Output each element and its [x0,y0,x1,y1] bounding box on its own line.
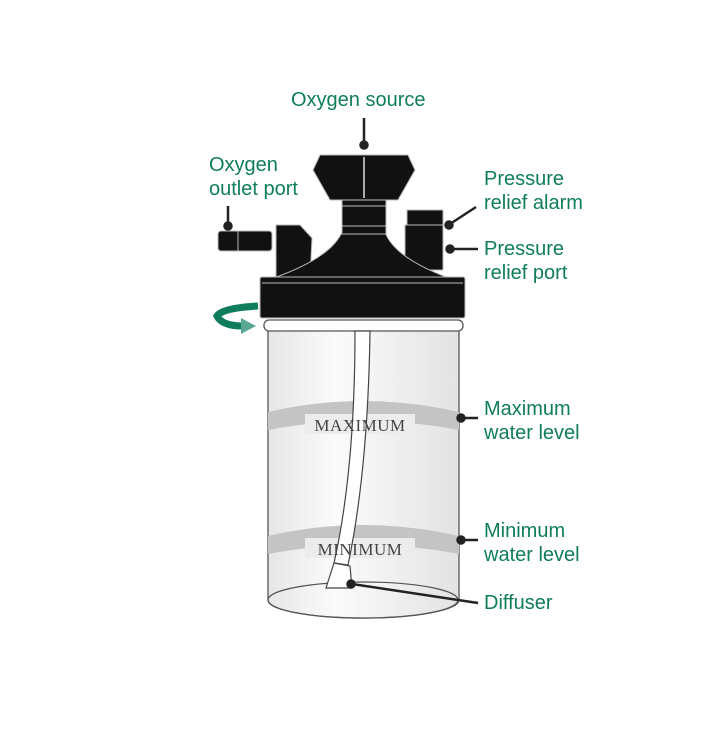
label-line: water level [484,422,580,444]
label-line: water level [484,544,580,566]
label-line: Minimum [484,520,566,542]
label-line: Maximum [484,398,571,420]
maximum-mark: MAXIMUM [314,416,405,435]
label-maximum-water-level: Maximum water level [484,397,580,445]
cap [217,154,466,319]
label-line: relief port [484,262,568,284]
label-line: outlet port [209,178,298,200]
label-line: Pressure [484,238,565,260]
minimum-mark: MINIMUM [318,540,403,559]
label-minimum-water-level: Minimum water level [484,519,580,567]
bottle: MAXIMUM MINIMUM [263,319,464,619]
label-diffuser: Diffuser [484,592,553,614]
label-line: relief alarm [484,192,583,214]
label-oxygen-outlet-port: Oxygen outlet port [209,153,298,201]
label-line: Oxygen [209,154,278,176]
label-line: Pressure [484,168,565,190]
label-oxygen-source: Oxygen source [291,89,426,111]
rotate-arrow-icon [212,302,259,334]
leader-lines [223,118,479,605]
label-pressure-relief-alarm: Pressure relief alarm [484,167,583,215]
label-pressure-relief-port: Pressure relief port [484,237,567,285]
dip-tube [333,330,371,566]
